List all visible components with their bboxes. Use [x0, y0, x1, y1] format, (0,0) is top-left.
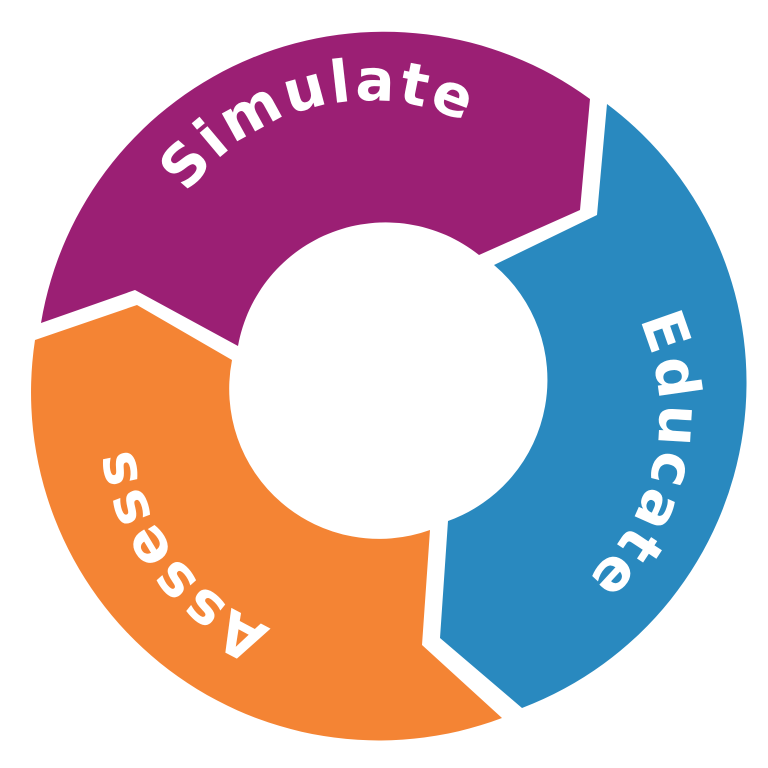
segment-educate	[440, 104, 747, 708]
segment-simulate	[41, 31, 590, 347]
segment-assess	[31, 305, 502, 741]
center-hole	[234, 234, 534, 534]
